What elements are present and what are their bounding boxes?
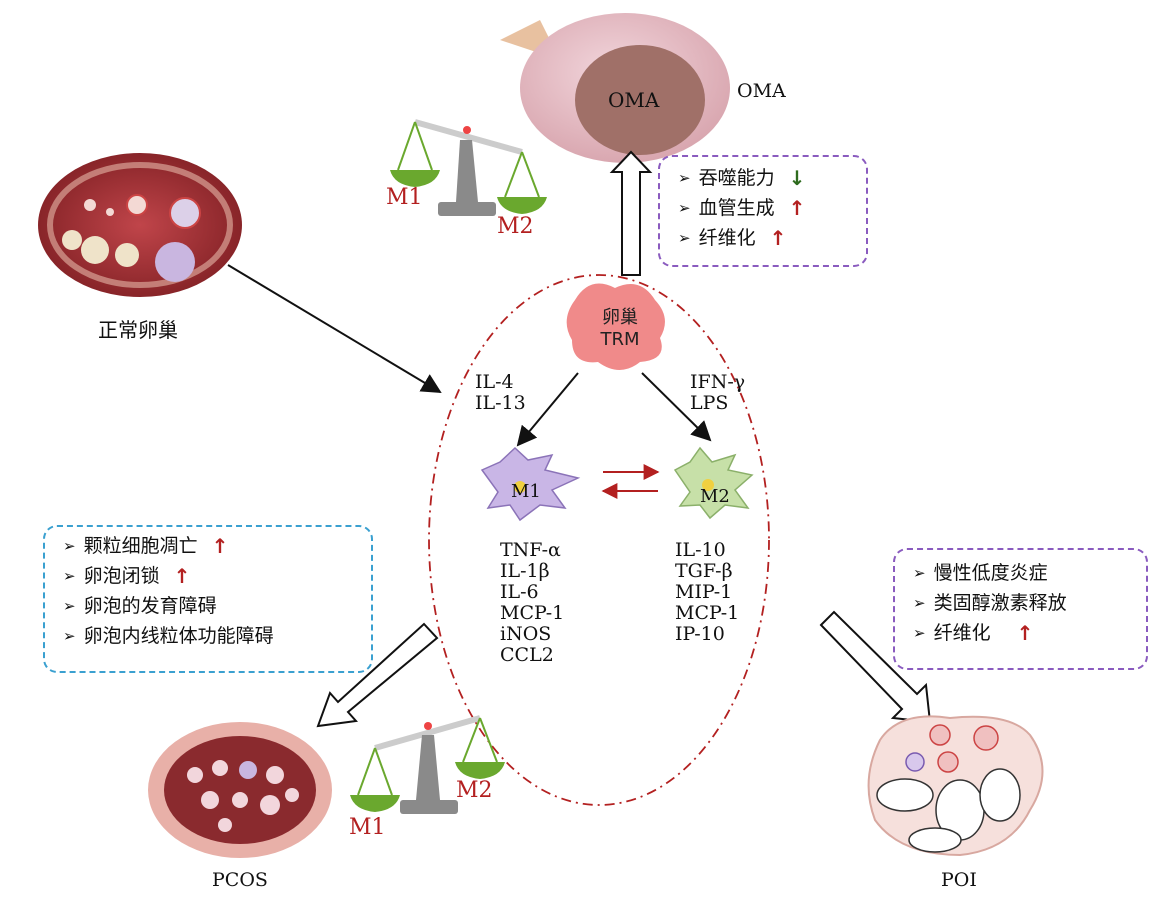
bullet-arrow-icon: ➢	[678, 169, 691, 187]
pcos-label: PCOS	[212, 869, 268, 891]
bullet-arrow-icon: ➢	[913, 564, 926, 582]
m2-cell	[673, 446, 754, 520]
pcos-ovary-image	[148, 722, 332, 858]
pcos-effect-text: 卵泡的发育障碍	[83, 595, 217, 617]
oma-side-label: OMA	[737, 80, 786, 102]
marker-item: IL-1β	[500, 560, 550, 582]
marker-item: CCL2	[500, 644, 554, 666]
m2-markers: IL-10 TGF-β MIP-1 MCP-1 IP-10	[675, 540, 739, 645]
normal-ovary-image	[38, 153, 242, 297]
up-arrow-icon: ↑	[211, 534, 229, 558]
poi-effect-row: ➢ 纤维化 ↑	[913, 618, 1136, 648]
pcos-effect-text: 颗粒细胞凋亡	[83, 535, 198, 557]
bullet-arrow-icon: ➢	[913, 624, 926, 642]
marker-item: TNF-α	[500, 539, 561, 561]
pcos-effect-row: ➢ 卵泡闭锁 ↑	[63, 561, 361, 591]
marker-item: MIP-1	[675, 581, 733, 603]
pcos-effect-text: 卵泡闭锁	[83, 565, 160, 587]
oma-effect-row: ➢ 血管生成 ↑	[678, 193, 856, 223]
bullet-arrow-icon: ➢	[678, 199, 691, 217]
scale-bottom-m2-label: M2	[456, 778, 493, 803]
m1-cell-label: M1	[511, 481, 541, 502]
oma-effect-text: 纤维化	[698, 227, 756, 249]
arrow-trm-to-m1	[516, 372, 579, 447]
m2-stimuli: IFN-γ LPS	[690, 372, 745, 414]
trm-cell	[566, 283, 665, 370]
bullet-arrow-icon: ➢	[913, 594, 926, 612]
poi-effect-text: 纤维化	[933, 622, 991, 644]
oma-effect-row: ➢ 纤维化 ↑	[678, 223, 856, 253]
arrow-normal-to-trm	[227, 264, 442, 394]
oma-cyst-image	[500, 13, 730, 163]
marker-item: IL-10	[675, 539, 726, 561]
oma-effect-row: ➢ 吞噬能力 ↓	[678, 163, 856, 193]
m2-cell-label: M2	[700, 486, 730, 507]
marker-item: IL-6	[500, 581, 539, 603]
stimulus-item: IFN-γ	[690, 371, 746, 393]
scale-top-m2-label: M2	[497, 214, 534, 239]
marker-item: IP-10	[675, 623, 725, 645]
poi-effects-box: ➢ 慢性低度炎症 ➢ 类固醇激素释放 ➢ 纤维化 ↑	[893, 548, 1148, 670]
trm-label: 卵巢 TRM	[585, 307, 655, 351]
up-arrow-icon: ↑	[173, 564, 191, 588]
scale-top-m1-label: M1	[386, 185, 423, 210]
oma-center-label: OMA	[608, 88, 660, 112]
oma-effects-box: ➢ 吞噬能力 ↓ ➢ 血管生成 ↑ ➢ 纤维化 ↑	[658, 155, 868, 267]
m1-markers: TNF-α IL-1β IL-6 MCP-1 iNOS CCL2	[500, 540, 564, 666]
pcos-effect-row: ➢ 卵泡的发育障碍	[63, 591, 361, 621]
hollow-arrow-up	[609, 150, 653, 276]
hollow-arrow-pcos	[316, 622, 439, 728]
poi-label: POI	[941, 869, 977, 891]
up-arrow-icon: ↑	[788, 196, 806, 220]
poi-effect-row: ➢ 类固醇激素释放	[913, 588, 1136, 618]
marker-item: MCP-1	[500, 602, 565, 624]
down-arrow-icon: ↓	[788, 166, 806, 190]
poi-effect-text: 慢性低度炎症	[933, 562, 1048, 584]
stimulus-item: IL-13	[475, 392, 526, 414]
pcos-effects-box: ➢ 颗粒细胞凋亡 ↑ ➢ 卵泡闭锁 ↑ ➢ 卵泡的发育障碍 ➢ 卵泡内线粒体功能障碍	[43, 525, 373, 673]
poi-effect-text: 类固醇激素释放	[933, 592, 1067, 614]
bullet-arrow-icon: ➢	[63, 567, 76, 585]
up-arrow-icon: ↑	[769, 226, 787, 250]
pcos-effect-row: ➢ 卵泡内线粒体功能障碍	[63, 621, 361, 651]
up-arrow-icon: ↑	[1016, 621, 1034, 645]
oma-effect-text: 吞噬能力	[698, 167, 775, 189]
hollow-arrow-poi	[819, 610, 932, 724]
m1-stimuli: IL-4 IL-13	[475, 372, 526, 414]
trm-label-line1: 卵巢	[602, 307, 638, 328]
m1-cell	[480, 446, 581, 522]
stimulus-item: LPS	[690, 392, 729, 414]
pcos-effect-row: ➢ 颗粒细胞凋亡 ↑	[63, 531, 361, 561]
marker-item: MCP-1	[675, 602, 740, 624]
scale-bottom-m1-label: M1	[349, 815, 386, 840]
arrow-trm-to-m2	[641, 372, 712, 442]
bullet-arrow-icon: ➢	[63, 537, 76, 555]
stimulus-item: IL-4	[475, 371, 514, 393]
balance-scale-top	[390, 119, 547, 216]
poi-effect-row: ➢ 慢性低度炎症	[913, 558, 1136, 588]
normal-ovary-label: 正常卵巢	[98, 318, 178, 342]
bullet-arrow-icon: ➢	[63, 597, 76, 615]
bullet-arrow-icon: ➢	[63, 627, 76, 645]
oma-effect-text: 血管生成	[698, 197, 775, 219]
bullet-arrow-icon: ➢	[678, 229, 691, 247]
balance-scale-bottom	[350, 715, 505, 814]
marker-item: TGF-β	[675, 560, 733, 582]
trm-label-line2: TRM	[600, 329, 640, 350]
poi-ovary-image	[867, 715, 1044, 857]
marker-item: iNOS	[500, 623, 552, 645]
pcos-effect-text: 卵泡内线粒体功能障碍	[83, 625, 274, 647]
macrophage-ellipse	[428, 274, 770, 806]
